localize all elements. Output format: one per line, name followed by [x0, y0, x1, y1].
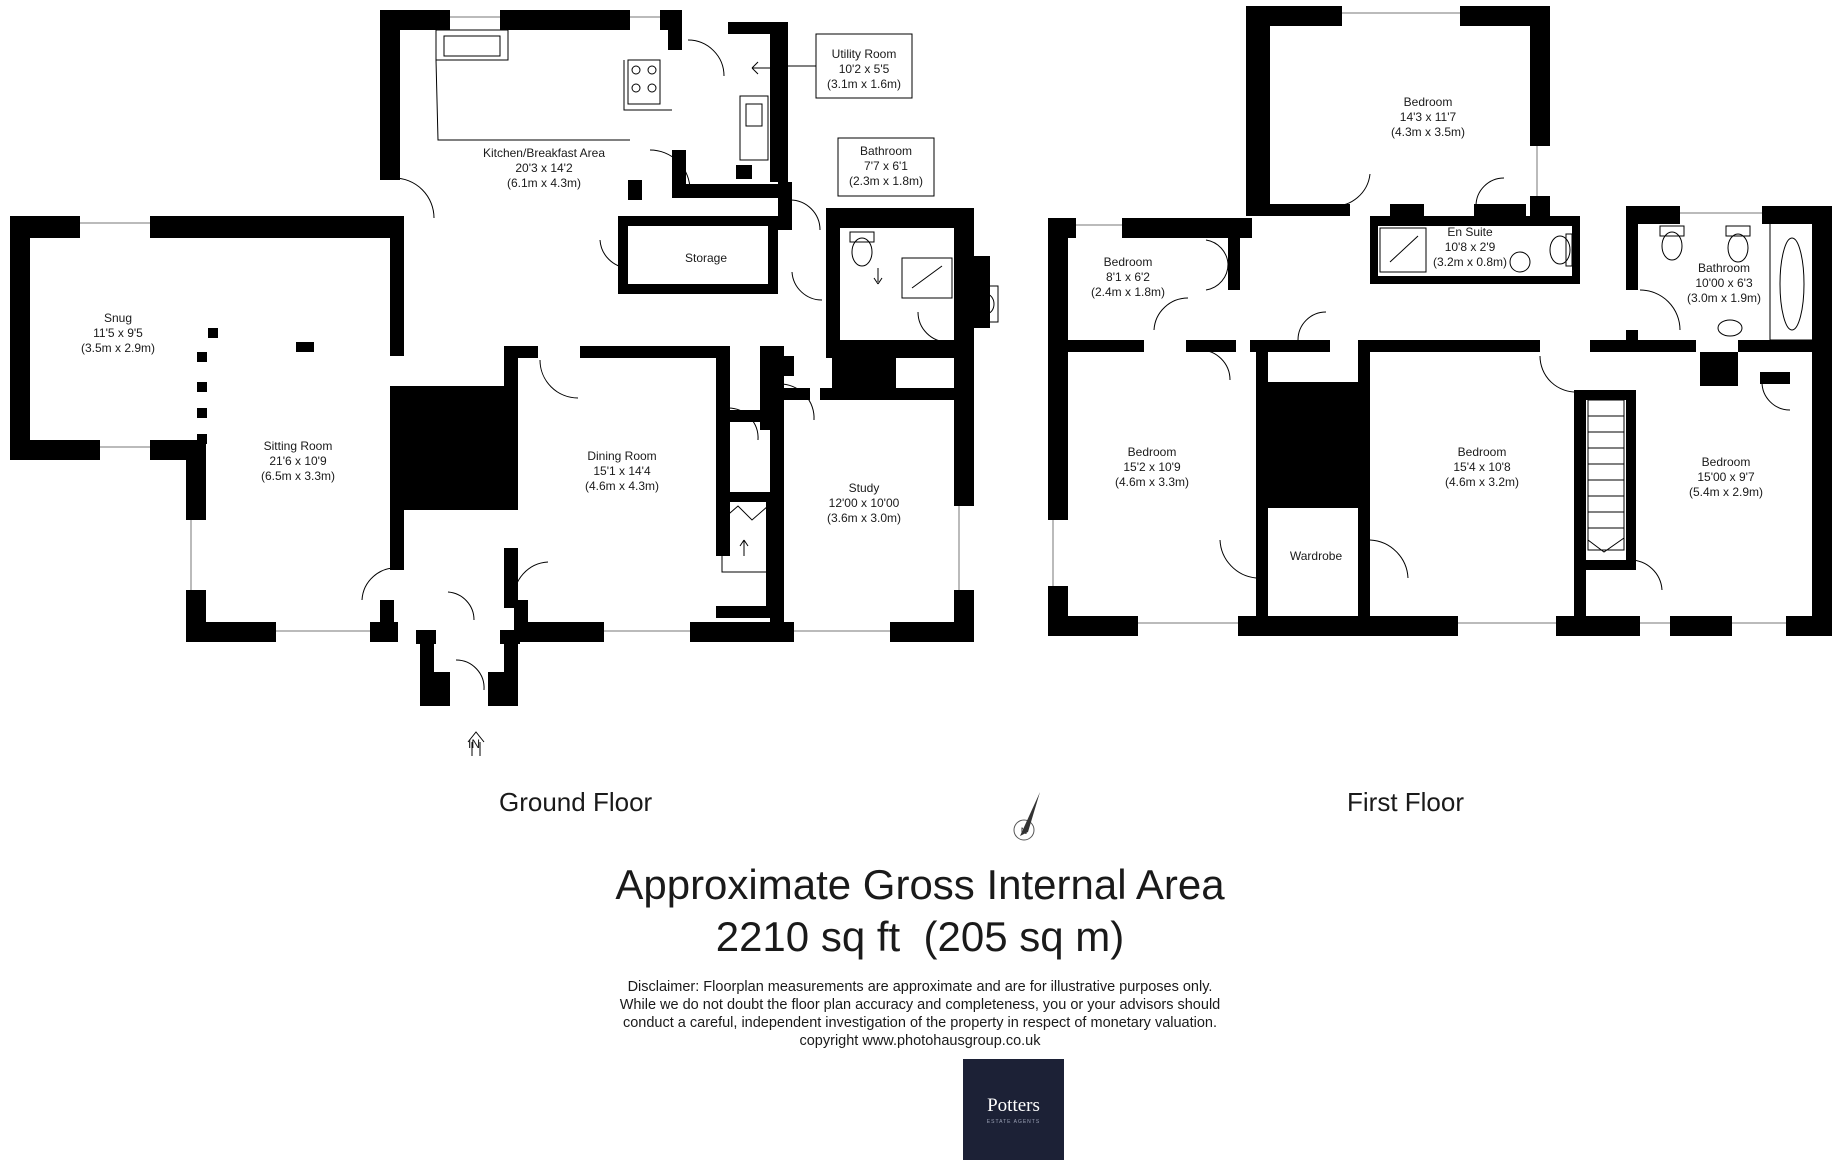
room-label-storage: Storage	[685, 251, 727, 265]
first-floor-fittings	[1153, 173, 1805, 591]
logo-name: Potters	[987, 1094, 1040, 1116]
disclaimer-line: conduct a careful, independent investiga…	[622, 1015, 1218, 1031]
entrance-label: IN	[468, 737, 480, 751]
disclaimer: Disclaimer: Floorplan measurements are a…	[0, 978, 1840, 1050]
svg-text:Storage: Storage	[685, 251, 727, 265]
compass-north-label: N	[1021, 826, 1028, 836]
compass-icon: N	[1013, 792, 1040, 841]
ground-floor-plan	[10, 10, 990, 706]
disclaimer-line: Disclaimer: Floorplan measurements are a…	[627, 979, 1213, 995]
first-floor-plan	[1048, 6, 1832, 636]
ground-floor-title: Ground Floor	[499, 787, 653, 817]
disclaimer-line: While we do not doubt the floor plan acc…	[619, 997, 1221, 1013]
gross-area-value: 2210 sq ft (205 sq m)	[715, 913, 1125, 960]
copyright-line: copyright www.photohausgroup.co.uk	[799, 1033, 1041, 1049]
kitchen-fittings	[361, 29, 999, 756]
room-label-wardrobe: Wardrobe	[1290, 549, 1343, 563]
logo-tagline: ESTATE AGENTS	[986, 1118, 1041, 1125]
gross-area-title: Approximate Gross Internal Area	[615, 861, 1225, 908]
first-floor-title: First Floor	[1347, 787, 1464, 817]
svg-text:Wardrobe: Wardrobe	[1290, 549, 1343, 563]
potters-logo: Potters ESTATE AGENTS	[963, 1059, 1064, 1160]
